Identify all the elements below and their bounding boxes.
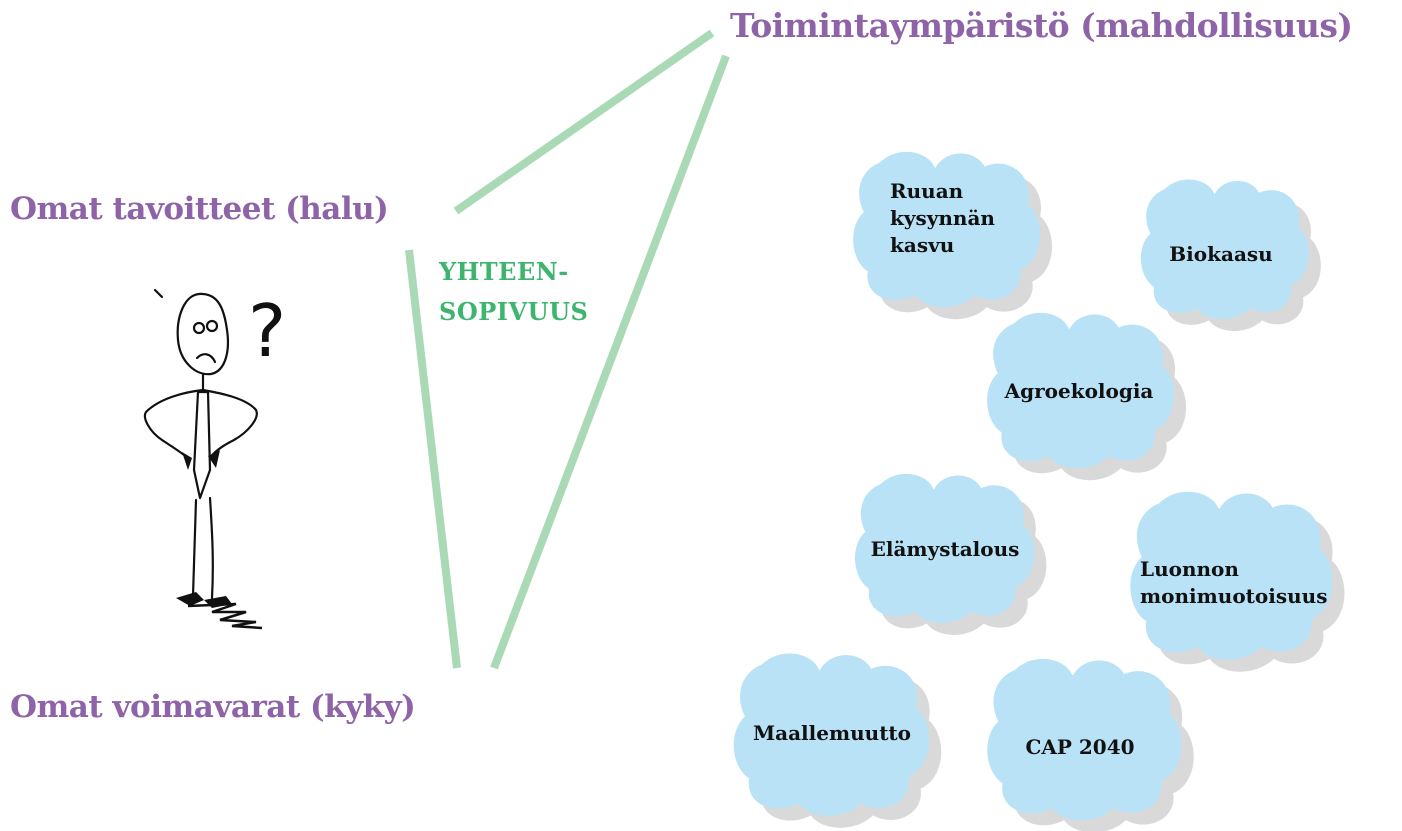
- connector-goals-environment: [453, 29, 715, 215]
- cloud-ruuan-kysynnan-kasvu: Ruuan kysynnän kasvu: [853, 151, 1053, 320]
- cloud-label-line: kasvu: [890, 233, 954, 257]
- cloud-label: Biokaasu: [1169, 242, 1272, 266]
- torso: [192, 390, 212, 500]
- cloud-luonnon-monimuotoisuus: Luonnon monimuotoisuus: [1130, 491, 1345, 672]
- right-eye: [205, 319, 219, 333]
- right-hand: [208, 450, 220, 468]
- cloud-label: Agroekologia: [1004, 379, 1154, 403]
- cloud-maallemuutto: Maallemuutto: [733, 653, 942, 828]
- connector-goals-resources: [405, 249, 461, 669]
- cloud-label: Ruuan kysynnän kasvu: [890, 179, 995, 257]
- hair-stroke: [153, 288, 164, 299]
- cloud-label: Maallemuutto: [753, 721, 911, 745]
- cloud-biokaasu: Biokaasu: [1140, 179, 1321, 332]
- cloud-label-line: Luonnon: [1140, 557, 1239, 581]
- environment-opportunity-title: Toimintaympäristö (mahdollisuus): [730, 6, 1353, 45]
- compatibility-label: YHTEEN- SOPIVUUS: [439, 252, 588, 332]
- cloud-label: Elämystalous: [871, 537, 1020, 561]
- cloud-label-line: Elämystalous: [871, 537, 1020, 561]
- legs: [191, 496, 214, 600]
- own-resources-ability-title: Omat voimavarat (kyky): [10, 689, 416, 725]
- head-outline: [176, 292, 229, 376]
- mouth: [195, 353, 217, 364]
- cloud-label-line: Biokaasu: [1169, 242, 1272, 266]
- ground-shadow-scribble: [187, 602, 263, 630]
- arms: [143, 388, 258, 462]
- cloud-label-line: kysynnän: [890, 206, 995, 230]
- cloud-label: CAP 2040: [1025, 735, 1134, 759]
- cloud-label-line: Maallemuutto: [753, 721, 911, 745]
- cloud-elamystalous: Elämystalous: [854, 473, 1047, 635]
- compatibility-label-line1: YHTEEN-: [439, 257, 569, 286]
- cloud-label: Luonnon monimuotoisuus: [1140, 557, 1327, 608]
- compatibility-label-line2: SOPIVUUS: [439, 297, 589, 326]
- question-mark: ?: [248, 289, 286, 373]
- left-hand: [182, 452, 192, 470]
- own-goals-desire-title: Omat tavoitteet (halu): [10, 191, 389, 227]
- cloud-cap-2040: CAP 2040: [987, 658, 1194, 831]
- cloud-label-line: Agroekologia: [1004, 379, 1154, 403]
- left-eye: [192, 321, 206, 335]
- cloud-label-line: monimuotoisuus: [1140, 584, 1327, 608]
- connector-resources-environment: [490, 54, 730, 670]
- cloud-agroekologia: Agroekologia: [987, 312, 1187, 481]
- cloud-label-line: Ruuan: [890, 179, 964, 203]
- cloud-label-line: CAP 2040: [1025, 735, 1134, 759]
